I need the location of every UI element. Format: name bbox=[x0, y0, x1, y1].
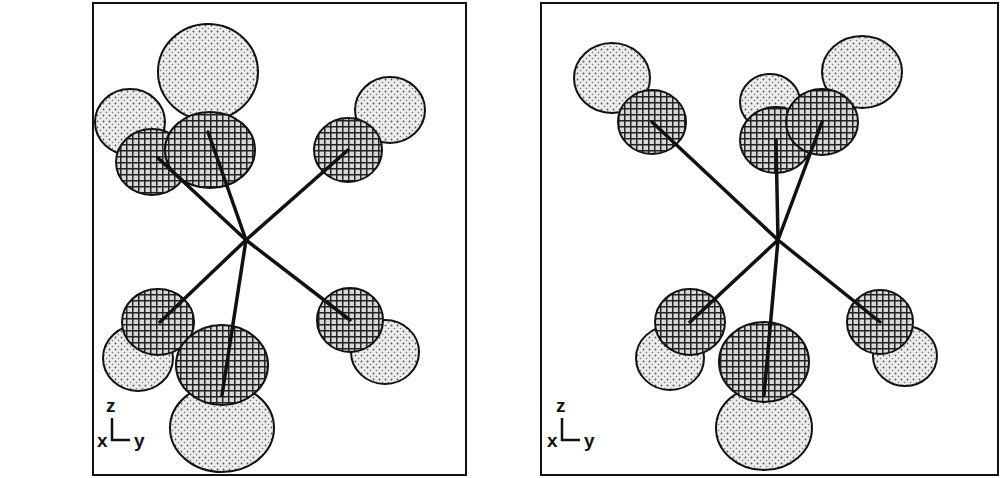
bond-line bbox=[778, 122, 822, 240]
panel-frame bbox=[541, 3, 998, 475]
axis-label: z bbox=[106, 396, 116, 415]
bond-line bbox=[208, 132, 246, 240]
axis-label: z bbox=[556, 396, 566, 415]
bond-line bbox=[246, 150, 348, 240]
bond-line bbox=[652, 122, 778, 240]
axis-label: y bbox=[134, 431, 145, 450]
orbital-lobe bbox=[158, 24, 258, 120]
bond-line bbox=[778, 240, 880, 322]
panel-frame bbox=[93, 3, 466, 475]
axis-label: x bbox=[547, 431, 558, 450]
axis-mark bbox=[562, 418, 580, 440]
axis-label: y bbox=[584, 431, 595, 450]
bond-line bbox=[160, 240, 246, 322]
bond-line bbox=[690, 240, 778, 322]
bond-line bbox=[246, 240, 350, 320]
bond-line bbox=[764, 240, 778, 395]
axis-label: x bbox=[97, 431, 108, 450]
bond-line bbox=[222, 240, 246, 395]
axis-mark bbox=[112, 418, 130, 440]
bond-line bbox=[776, 140, 778, 240]
